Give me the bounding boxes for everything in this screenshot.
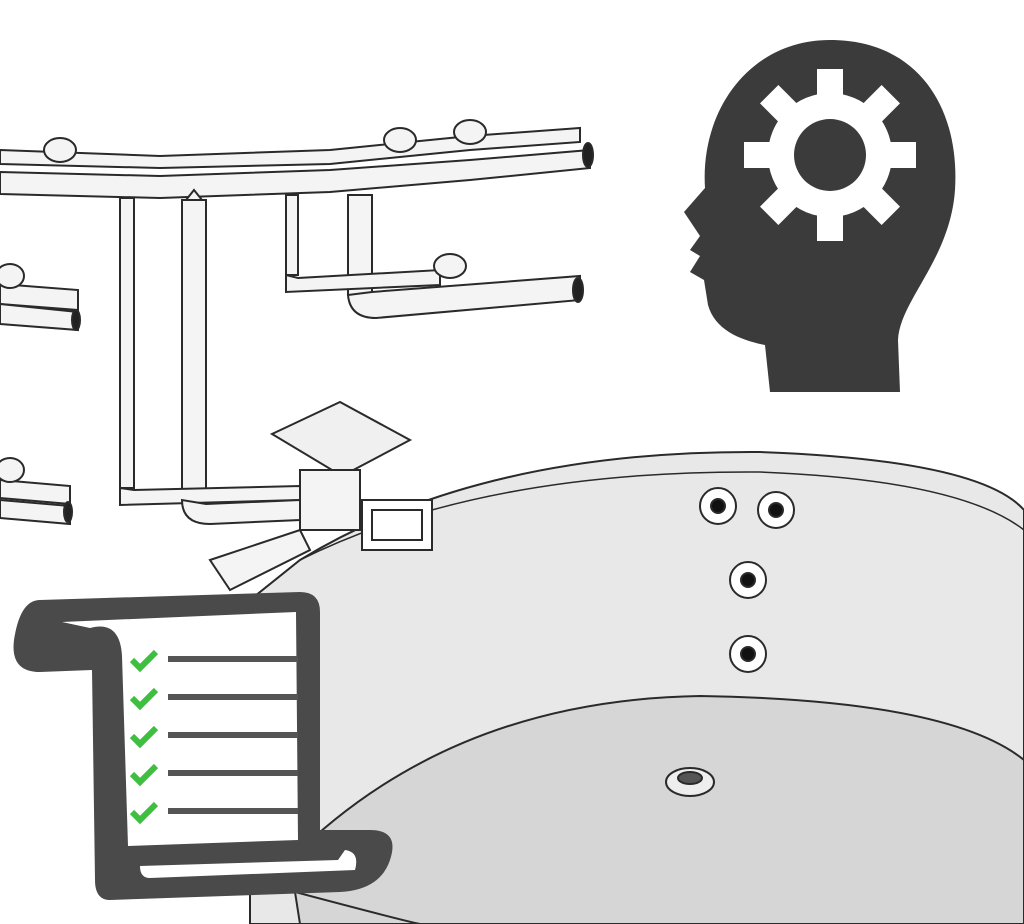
skimmer-lid — [269, 400, 413, 478]
checklist-item — [129, 649, 298, 673]
checklist-item — [129, 687, 298, 711]
checklist-item — [129, 801, 298, 825]
head-gear-icon — [684, 33, 956, 392]
check-icon — [129, 763, 159, 787]
pool — [208, 400, 1024, 924]
pipe-network — [0, 119, 594, 526]
wall-jets — [699, 487, 795, 673]
checklist-item — [129, 725, 298, 749]
checklist-line — [168, 732, 298, 738]
checklist-line — [168, 808, 298, 814]
check-icon — [129, 801, 159, 825]
check-icon — [129, 687, 159, 711]
checklist-line — [168, 656, 298, 662]
check-icon — [129, 649, 159, 673]
checklist-item — [129, 763, 298, 787]
checklist-line — [168, 770, 298, 776]
checklist-line — [168, 694, 298, 700]
checklist-scroll-icon — [13, 592, 393, 900]
check-icon — [129, 725, 159, 749]
